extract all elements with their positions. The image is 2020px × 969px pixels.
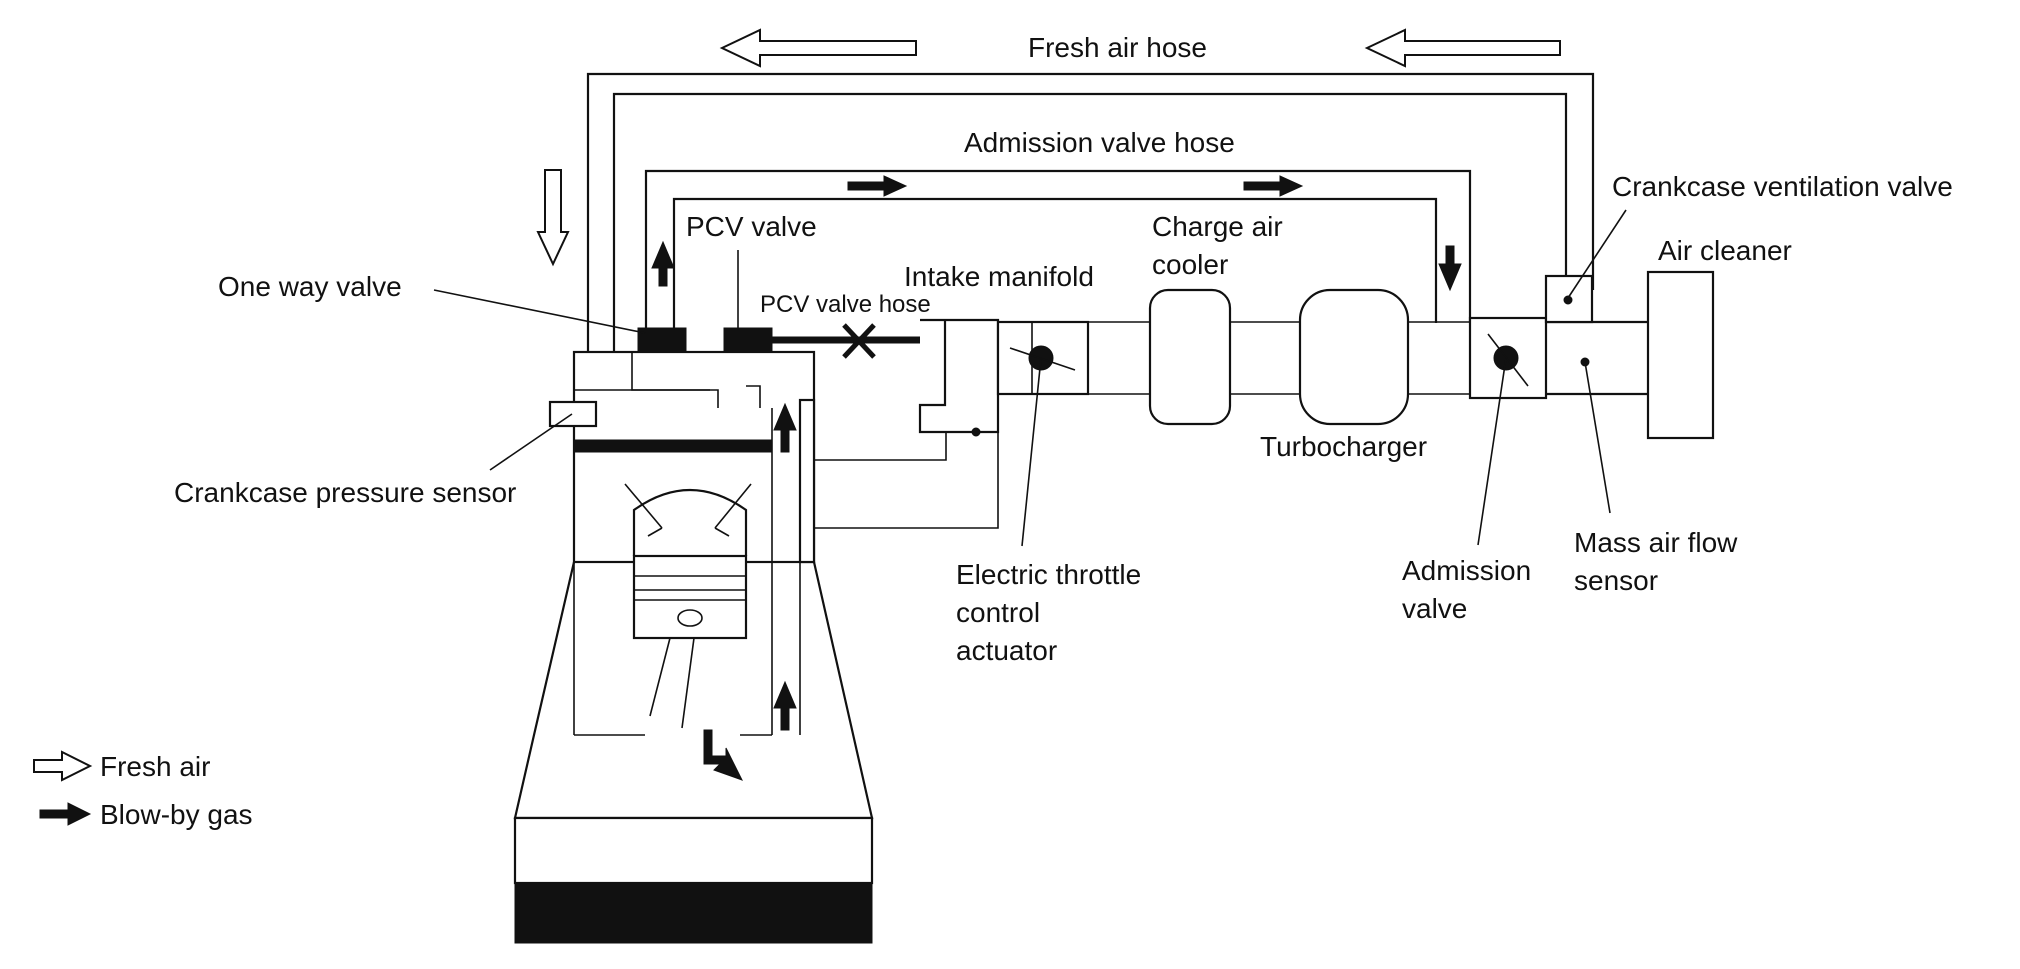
admission-valve (1468, 316, 1548, 400)
one-way-valve-label: One way valve (218, 271, 402, 302)
legend-blow-by-gas-label: Blow-by gas (100, 799, 253, 830)
leader-lines (433, 209, 1627, 547)
intake-manifold-label: Intake manifold (904, 261, 1094, 292)
blow-by-arrow-icon (1243, 175, 1304, 197)
electric-throttle-label-line3: actuator (956, 635, 1057, 666)
admission-valve-hose-label: Admission valve hose (964, 127, 1235, 158)
throttle-body (996, 320, 1150, 396)
air-cleaner (1646, 270, 1715, 440)
admission-valve-hose (644, 169, 1472, 328)
fresh-air-hose (586, 72, 1595, 352)
charge-air-cooler (1148, 288, 1300, 426)
fresh-air-hose-label: Fresh air hose (1028, 32, 1207, 63)
blow-by-up-arrow-icon (651, 240, 675, 287)
mass-air-flow-pipe (1546, 320, 1648, 396)
turbocharger-label: Turbocharger (1260, 431, 1427, 462)
legend-fresh-air-icon (33, 750, 93, 782)
engine-blow-by-arrows (703, 402, 797, 781)
turbocharger (1298, 288, 1471, 426)
legend-fresh-air-label: Fresh air (100, 751, 210, 782)
admission-hose-arrows (651, 175, 1462, 292)
blow-by-arrow-icon (847, 175, 908, 197)
pcv-valve-hose-label: PCV valve hose (760, 291, 931, 318)
one-way-valve (637, 327, 687, 353)
crankcase-ventilation-valve-label: Crankcase ventilation valve (1612, 171, 1953, 202)
engine-block (513, 350, 874, 944)
pcv-valve-label: PCV valve (686, 211, 817, 242)
pcv-valve (723, 327, 773, 353)
fresh-air-arrow-icon (1364, 28, 1561, 68)
mass-air-flow-label-line1: Mass air flow (1574, 527, 1738, 558)
fresh-air-arrow-icon (719, 28, 917, 68)
intake-manifold (814, 318, 1000, 529)
blow-by-down-arrow-icon (1438, 245, 1462, 292)
pcv-valve-hose (737, 250, 920, 359)
blow-by-curved-arrow-icon (703, 729, 744, 781)
crankcase-pressure-sensor-label: Crankcase pressure sensor (174, 477, 516, 508)
piston-assembly (624, 483, 752, 729)
electric-throttle-label-line2: control (956, 597, 1040, 628)
admission-valve-label-line1: Admission (1402, 555, 1531, 586)
fresh-air-down-arrow-icon (536, 169, 570, 267)
mass-air-flow-label-line2: sensor (1574, 565, 1658, 596)
crankcase-pressure-sensor (548, 400, 598, 428)
fresh-air-hose-arrows (536, 28, 1561, 267)
blow-by-up-arrow-icon (773, 402, 797, 453)
admission-valve-label-line2: valve (1402, 593, 1467, 624)
charge-air-cooler-label-line2: cooler (1152, 249, 1228, 280)
blow-by-up-arrow-icon (773, 680, 797, 731)
air-cleaner-label: Air cleaner (1658, 235, 1792, 266)
charge-air-cooler-label-line1: Charge air (1152, 211, 1283, 242)
legend-blow-by-gas-icon (39, 802, 92, 826)
crankcase-ventilation-valve (1544, 274, 1594, 324)
legend: Fresh air Blow-by gas (33, 750, 253, 830)
electric-throttle-label-line1: Electric throttle (956, 559, 1141, 590)
